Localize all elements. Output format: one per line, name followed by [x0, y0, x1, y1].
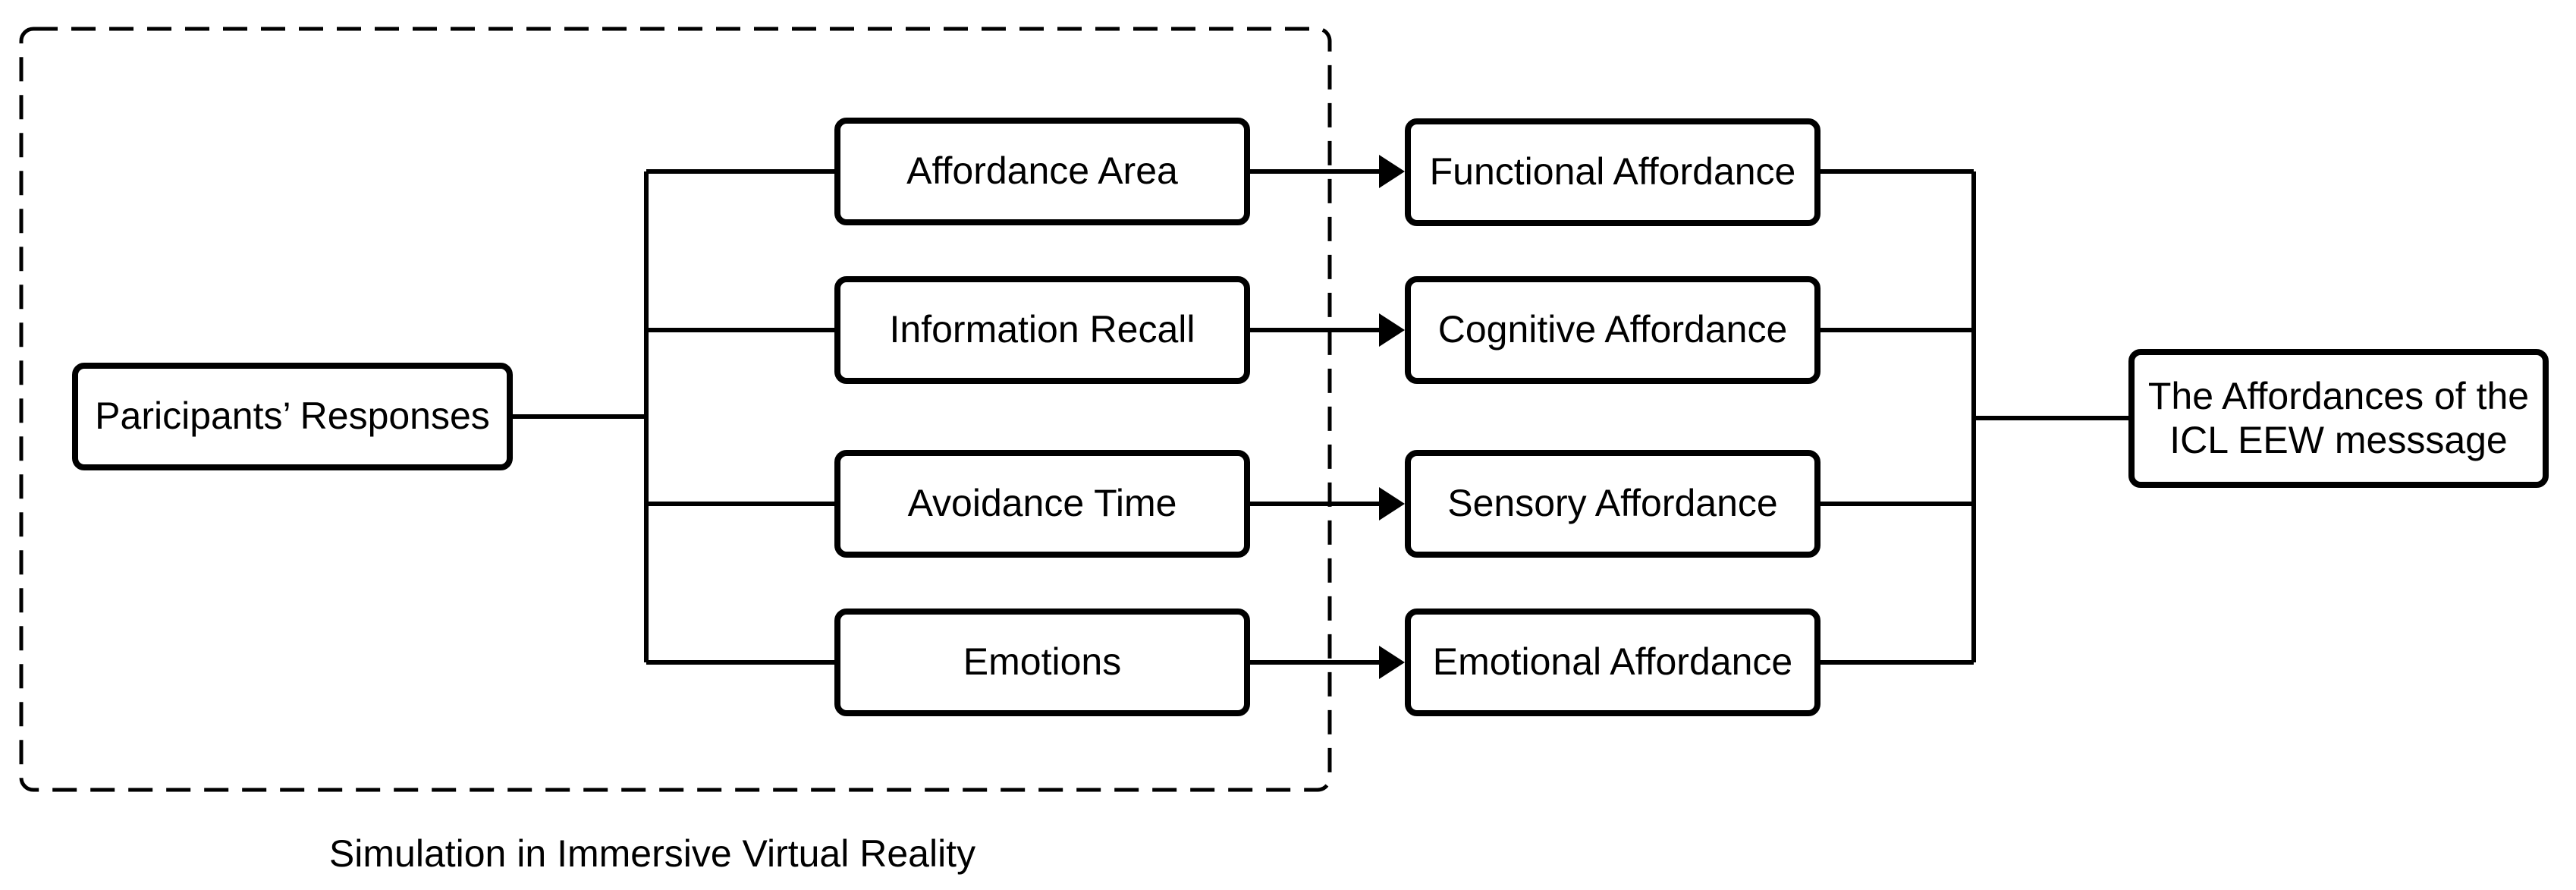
- node-icl-eew-affordances: The Affordances of the ICL EEW messsage: [2128, 349, 2549, 488]
- node-sensory-affordance: Sensory Affordance: [1405, 450, 1820, 558]
- node-emotional-affordance: Emotional Affordance: [1405, 609, 1820, 716]
- arrowhead-icon: [1379, 487, 1405, 520]
- node-affordance-area: Affordance Area: [834, 118, 1250, 225]
- simulation-group-outline: [19, 27, 1332, 792]
- node-avoidance-time: Avoidance Time: [834, 450, 1250, 558]
- node-functional-affordance: Functional Affordance: [1405, 118, 1820, 226]
- figure-caption: Simulation in Immersive Virtual Reality: [328, 832, 976, 875]
- node-emotions: Emotions: [834, 609, 1250, 716]
- arrowhead-icon: [1379, 646, 1405, 679]
- node-participants-responses: Paricipants’ Responses: [72, 363, 513, 470]
- node-information-recall: Information Recall: [834, 276, 1250, 384]
- node-cognitive-affordance: Cognitive Affordance: [1405, 276, 1820, 384]
- arrowhead-icon: [1379, 155, 1405, 188]
- arrowhead-icon: [1379, 313, 1405, 347]
